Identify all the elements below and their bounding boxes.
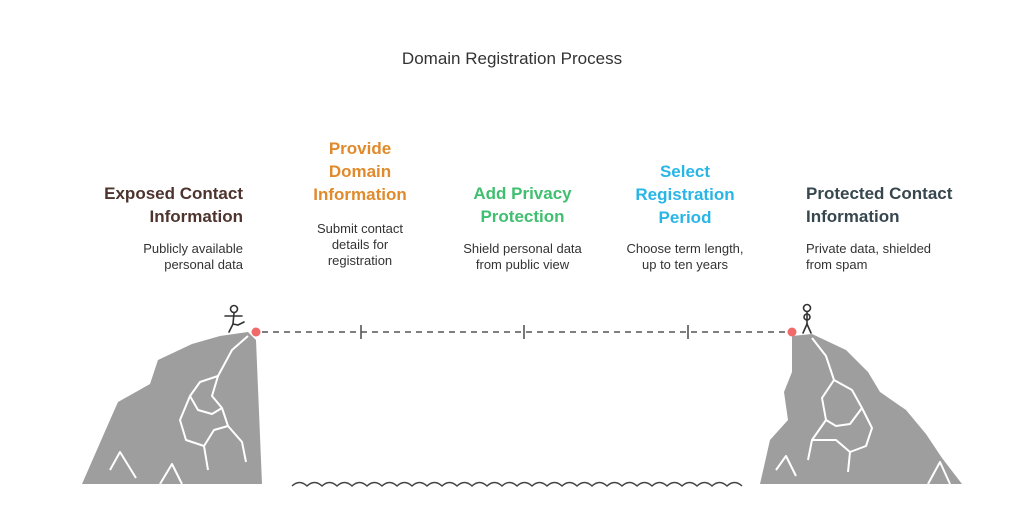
end-label-line2: Information [806, 207, 900, 226]
step-1-desc-line2: details for [331, 237, 389, 252]
left-cliff [82, 332, 262, 485]
step-2-desc-line1: Shield personal data [463, 241, 582, 256]
step-1-label-line1: Provide [328, 139, 392, 158]
step-3-label-line3: Period [658, 208, 712, 227]
start-desc-line2: personal data [164, 257, 243, 272]
step-3-desc-line1: Choose term length, [626, 241, 744, 256]
step-1-label: Provide Domain Information [290, 137, 430, 206]
step-1-label-line2: Domain [328, 162, 392, 181]
step-3-label: Select Registration Period [605, 160, 765, 229]
step-1-description: Submit contact details for registration [290, 221, 430, 269]
step-2-description: Shield personal data from public view [440, 241, 605, 273]
step-1-desc-line3: registration [327, 253, 393, 268]
end-label-line1: Protected Contact [806, 184, 953, 203]
start-marker [251, 327, 261, 337]
water-waves [291, 481, 743, 487]
start-desc-line1: Publicly available [143, 241, 243, 256]
step-3-description: Choose term length, up to ten years [605, 241, 765, 273]
start-label: Exposed Contact Information [60, 182, 243, 228]
page-title: Domain Registration Process [401, 49, 623, 68]
step-1-label-line3: Information [313, 185, 407, 204]
person-walking-icon [224, 304, 245, 333]
end-desc-line2: from spam [806, 257, 868, 272]
end-label: Protected Contact Information [806, 182, 1006, 228]
step-3-label-line2: Registration [635, 185, 735, 204]
step-2-desc-line2: from public view [475, 257, 570, 272]
end-description: Private data, shielded from spam [806, 241, 1006, 273]
step-2-label-line2: Protection [480, 207, 565, 226]
step-3-desc-line2: up to ten years [642, 257, 728, 272]
step-1-desc-line1: Submit contact [317, 221, 403, 236]
end-desc-line1: Private data, shielded [806, 241, 932, 256]
start-description: Publicly available personal data [60, 241, 243, 273]
start-label-line1: Exposed Contact [104, 184, 243, 203]
person-standing-icon [802, 303, 812, 334]
end-marker [787, 327, 797, 337]
step-3-label-line1: Select [659, 162, 711, 181]
step-2-label: Add Privacy Protection [440, 182, 605, 228]
right-cliff [760, 334, 962, 485]
start-label-line2: Information [149, 207, 244, 226]
step-2-label-line1: Add Privacy [473, 184, 572, 203]
